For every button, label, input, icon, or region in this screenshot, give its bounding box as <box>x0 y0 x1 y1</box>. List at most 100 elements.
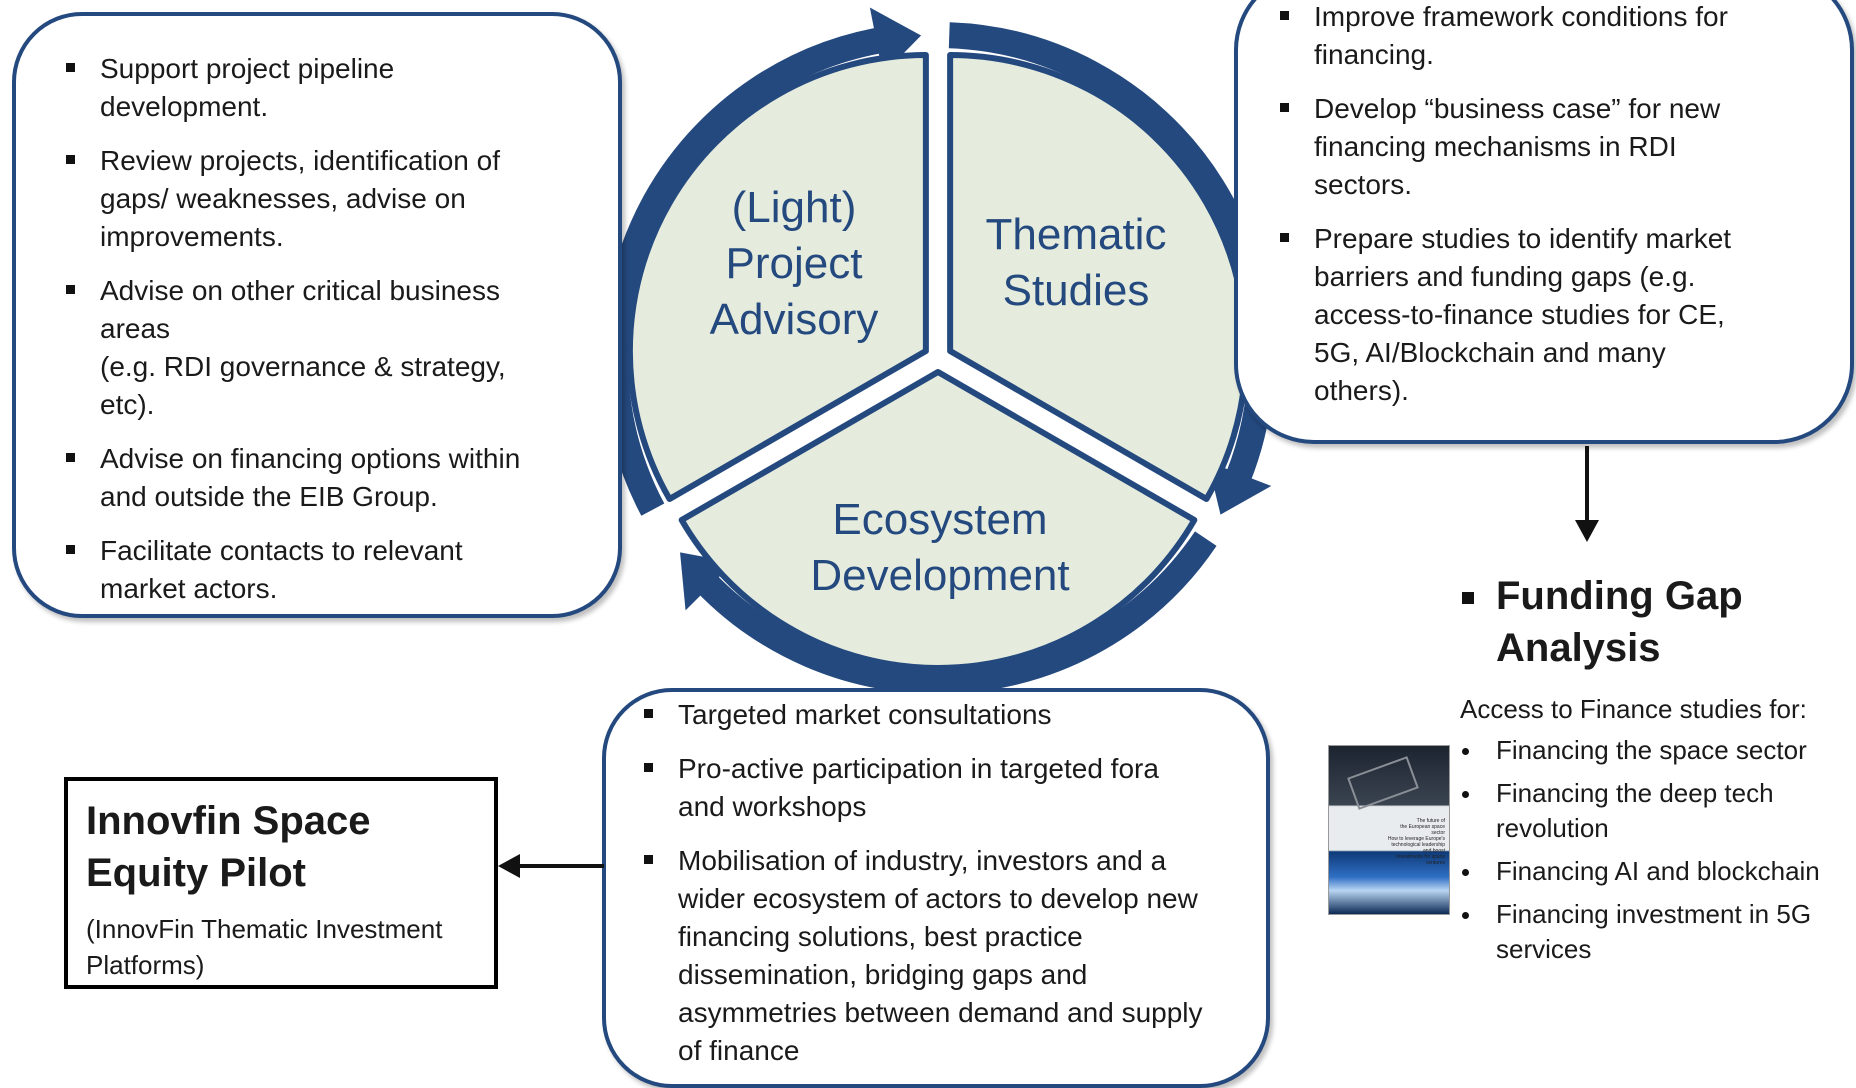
thematic-item-line: Develop “business case” for new <box>1314 93 1721 124</box>
ecosystem-item: Targeted market consultations <box>644 696 1254 734</box>
advisory-item-line: areas <box>100 313 171 344</box>
thematic-item-line: barriers and funding gaps (e.g. <box>1314 261 1696 292</box>
segment-label-line: (Light) <box>731 183 857 232</box>
segment-label-line: Development <box>810 551 1070 600</box>
advisory-item-line: Support project pipeline <box>100 53 395 84</box>
funding-gap-title: Funding Gap Analysis <box>1496 570 1743 674</box>
advisory-item-line: and outside the EIB Group. <box>100 481 438 512</box>
segment-label-line: Project <box>725 239 863 288</box>
pilot-title: Innovfin Space Equity Pilot <box>86 795 371 899</box>
advisory-item: Review projects, identification of gaps/ … <box>66 142 586 256</box>
pilot-subtitle: (InnovFin Thematic Investment Platforms) <box>86 911 442 983</box>
ring-arrowhead-thematic-icon <box>1207 461 1272 515</box>
ecosystem-item-line: and workshops <box>678 791 867 822</box>
pilot-title-line: Equity Pilot <box>86 851 306 895</box>
advisory-item-line: Facilitate contacts to relevant <box>100 535 463 566</box>
thematic-item-line: others). <box>1314 375 1409 406</box>
ecosystem-item: Mobilisation of industry, investors and … <box>644 842 1254 1070</box>
study-item-line: Financing the deep tech <box>1496 778 1774 808</box>
study-item-line: Financing the space sector <box>1496 735 1807 765</box>
arrow-to-funding-gap <box>1585 446 1589 526</box>
advisory-item-line: Advise on other critical business <box>100 275 500 306</box>
arrow-head-left-icon <box>498 854 520 878</box>
ecosystem-item: Pro-active participation in targeted for… <box>644 750 1254 826</box>
ecosystem-item-line: Pro-active participation in targeted for… <box>678 753 1159 784</box>
segment-advisory <box>626 52 929 502</box>
ecosystem-item-line: asymmetries between demand and supply <box>678 997 1203 1028</box>
segment-label-line: Advisory <box>709 295 879 344</box>
thematic-item-line: Prepare studies to identify market <box>1314 223 1732 254</box>
advisory-item-line: etc). <box>100 389 155 420</box>
study-item-line: revolution <box>1496 813 1609 843</box>
space-station-icon <box>1347 756 1419 810</box>
thematic-item-line: 5G, AI/Blockchain and many <box>1314 337 1666 368</box>
arrow-to-pilot <box>516 864 604 868</box>
advisory-item: Advise on financing options within and ou… <box>66 440 586 516</box>
study-item-line: Financing AI and blockchain <box>1496 856 1820 886</box>
pilot-title-line: Innovfin Space <box>86 799 371 843</box>
report-cover-line: How to leverage Europe's <box>1387 836 1445 842</box>
report-cover-line: the European space sector <box>1400 824 1445 836</box>
advisory-item: Facilitate contacts to relevant market ac… <box>66 532 586 608</box>
study-item: Financing the space sector <box>1458 733 1820 768</box>
funding-gap-title-line: Funding Gap <box>1496 574 1743 618</box>
thematic-item: Prepare studies to identify market barrie… <box>1280 220 1840 410</box>
advisory-item-line: market actors. <box>100 573 278 604</box>
study-item: Financing AI and blockchain <box>1458 854 1820 889</box>
pilot-subtitle-line: (InnovFin Thematic Investment <box>86 914 443 944</box>
advisory-item-line: improvements. <box>100 221 284 252</box>
study-item-line: Financing investment in 5G <box>1496 899 1812 929</box>
funding-gap-intro: Access to Finance studies for: <box>1460 694 1807 724</box>
funding-gap-bullet-icon <box>1462 592 1474 604</box>
report-cover-line: technological leadership and boost <box>1391 842 1445 854</box>
pilot-subtitle-line: Platforms) <box>86 950 205 980</box>
ecosystem-item-line: financing solutions, best practice <box>678 921 1083 952</box>
segment-thematic <box>947 52 1250 502</box>
ecosystem-item-line: dissemination, bridging gaps and <box>678 959 1088 990</box>
thematic-studies-list: Improve framework conditions for financin… <box>1280 0 1840 426</box>
thematic-item: Improve framework conditions for financin… <box>1280 0 1840 74</box>
study-item: Financing investment in 5G services <box>1458 897 1820 967</box>
ecosystem-item-line: Mobilisation of industry, investors and … <box>678 845 1167 876</box>
segment-label-line: Studies <box>1002 266 1150 315</box>
segment-label-line: Ecosystem <box>832 495 1048 544</box>
advisory-item-line: Review projects, identification of <box>100 145 500 176</box>
study-item: Financing the deep tech revolution <box>1458 776 1820 846</box>
report-cover-line: The future of <box>1416 818 1445 824</box>
innovfin-pilot-box: Innovfin Space Equity Pilot (InnovFin Th… <box>64 777 498 989</box>
advisory-activities-list: Support project pipeline development. Revi… <box>66 50 586 624</box>
thematic-studies-box: Improve framework conditions for financin… <box>1234 0 1854 444</box>
ecosystem-item-line: Targeted market consultations <box>678 699 1052 730</box>
advisory-item-line: gaps/ weaknesses, advise on <box>100 183 466 214</box>
ecosystem-item-line: wider ecosystem of actors to develop new <box>678 883 1198 914</box>
thematic-item-line: financing mechanisms in RDI <box>1314 131 1677 162</box>
study-item-line: services <box>1496 934 1592 964</box>
advisory-item-line: development. <box>100 91 269 122</box>
thematic-item: Develop “business case” for new financing… <box>1280 90 1840 204</box>
thematic-item-line: sectors. <box>1314 169 1413 200</box>
advisory-item: Advise on other critical business areas (e… <box>66 272 586 424</box>
report-cover-line: investments for space ventures <box>1396 854 1445 866</box>
thematic-item-line: financing. <box>1314 39 1434 70</box>
segment-label-line: Thematic <box>985 210 1167 259</box>
arrow-head-down-icon <box>1575 520 1599 542</box>
advisory-item-line: Advise on financing options within <box>100 443 521 474</box>
advisory-item-line: (e.g. RDI governance & strategy, <box>100 351 506 382</box>
funding-gap-title-line: Analysis <box>1496 626 1661 670</box>
segment-ecosystem <box>678 369 1198 671</box>
thematic-item-line: access-to-finance studies for CE, <box>1314 299 1725 330</box>
advisory-item: Support project pipeline development. <box>66 50 586 126</box>
advisory-activities-box: Support project pipeline development. Revi… <box>12 12 622 618</box>
ecosystem-item-line: of finance <box>678 1035 800 1066</box>
thematic-item-line: Improve framework conditions for <box>1314 1 1728 32</box>
ring-arc-ecosystem <box>688 531 1217 694</box>
